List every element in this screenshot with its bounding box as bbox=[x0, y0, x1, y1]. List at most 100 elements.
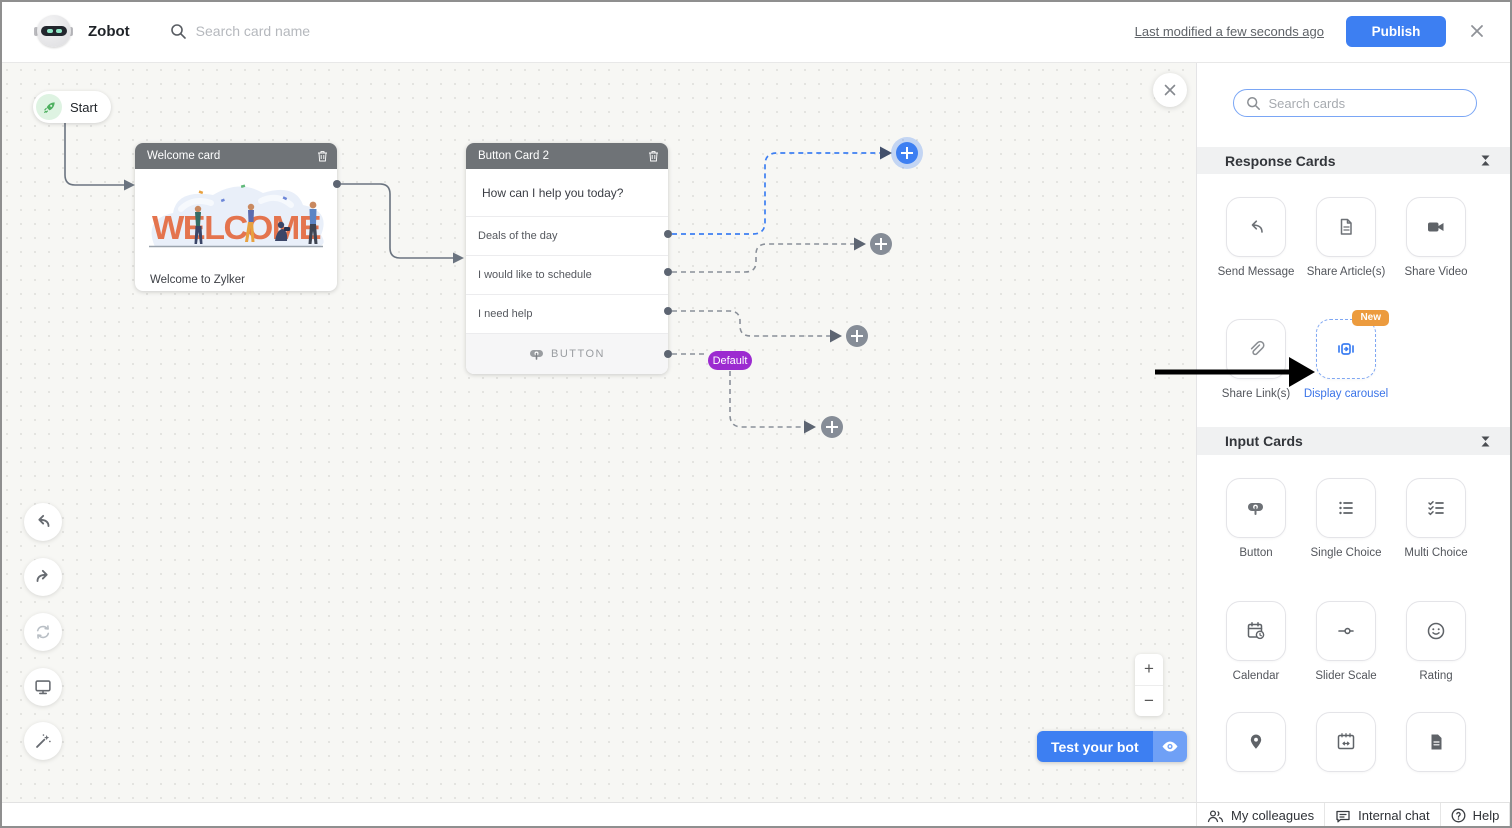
response-cards-row-1: Send Message Share Article(s) Share Vide… bbox=[1197, 197, 1512, 281]
top-bar: Zobot Last modified a few seconds ago Pu… bbox=[0, 0, 1512, 63]
response-cards-row-2: Share Link(s) New Display carousel bbox=[1197, 309, 1512, 403]
welcome-illustration: WELCOME bbox=[149, 184, 324, 248]
welcome-card-title: Welcome card bbox=[147, 150, 221, 162]
search-icon bbox=[1246, 96, 1261, 111]
app-title: Zobot bbox=[88, 22, 130, 40]
slider-icon bbox=[1338, 627, 1354, 634]
smiley-icon bbox=[1427, 622, 1445, 639]
last-modified-link[interactable]: Last modified a few seconds ago bbox=[1134, 23, 1324, 39]
zoom-out-button[interactable]: − bbox=[1135, 686, 1163, 717]
option-need-help[interactable]: I need help bbox=[466, 294, 668, 333]
search-cards-input[interactable] bbox=[1268, 95, 1449, 111]
calendar-range-icon bbox=[1337, 733, 1355, 750]
test-bot-label: Test your bot bbox=[1037, 731, 1153, 762]
svg-text:WELCOME: WELCOME bbox=[152, 209, 320, 246]
internal-chat-button[interactable]: Internal chat bbox=[1324, 803, 1440, 828]
my-colleagues-button[interactable]: My colleagues bbox=[1196, 803, 1324, 828]
undo-button[interactable] bbox=[24, 503, 62, 541]
magic-wand-button[interactable] bbox=[24, 722, 62, 760]
search-card-input[interactable] bbox=[195, 23, 416, 39]
video-camera-icon bbox=[1428, 222, 1444, 232]
response-cards-header[interactable]: Response Cards bbox=[1197, 147, 1512, 174]
location-pin-icon bbox=[1250, 734, 1262, 749]
option-deals-of-the-day[interactable]: Deals of the day bbox=[466, 216, 668, 255]
input-cards-row-3 bbox=[1197, 712, 1512, 780]
button-card-node[interactable]: Button Card 2 How can I help you today? … bbox=[466, 143, 668, 374]
input-cards-row-1: Button Single Choice Multi Choice bbox=[1197, 478, 1512, 562]
close-builder-button[interactable] bbox=[1468, 22, 1486, 40]
card-rating[interactable]: Rating bbox=[1391, 600, 1481, 685]
status-search-button[interactable] bbox=[1509, 803, 1512, 828]
input-cards-header[interactable]: Input Cards bbox=[1197, 427, 1512, 456]
button-card-title: Button Card 2 bbox=[478, 150, 549, 162]
button-tap-icon bbox=[529, 349, 543, 360]
option-schedule[interactable]: I would like to schedule bbox=[466, 255, 668, 294]
add-card-button[interactable] bbox=[870, 233, 892, 255]
paperclip-icon bbox=[1250, 340, 1265, 355]
button-card-footer: BUTTON bbox=[466, 333, 668, 374]
card-button[interactable]: Button bbox=[1211, 478, 1301, 562]
test-bot-button[interactable]: Test your bot bbox=[1037, 731, 1187, 762]
redo-button[interactable] bbox=[24, 558, 62, 596]
sidebar-search[interactable] bbox=[1232, 89, 1477, 117]
checklist-icon bbox=[1428, 501, 1444, 516]
zoom-in-button[interactable]: + bbox=[1135, 654, 1163, 686]
card-file[interactable] bbox=[1391, 712, 1481, 780]
add-card-halo bbox=[891, 137, 923, 169]
file-icon bbox=[1431, 734, 1442, 750]
illustration-people bbox=[194, 201, 318, 244]
carousel-icon bbox=[1338, 342, 1354, 355]
new-badge: New bbox=[1352, 309, 1389, 326]
eye-icon[interactable] bbox=[1152, 731, 1187, 762]
add-card-button-active[interactable] bbox=[896, 142, 918, 164]
default-branch-badge[interactable]: Default bbox=[708, 351, 752, 370]
welcome-card-message: Welcome to Zylker bbox=[150, 274, 246, 286]
add-card-button[interactable] bbox=[846, 325, 868, 347]
button-tap-icon bbox=[1248, 503, 1263, 516]
close-panel-button[interactable] bbox=[1153, 73, 1187, 107]
button-card-question: How can I help you today? bbox=[482, 185, 624, 200]
card-library-sidebar: Response Cards Send Message Share Articl… bbox=[1196, 63, 1512, 802]
welcome-card-header: Welcome card bbox=[135, 143, 337, 169]
delete-welcome-card-button[interactable] bbox=[317, 150, 328, 162]
delete-button-card-button[interactable] bbox=[648, 150, 659, 162]
people-icon bbox=[1207, 809, 1224, 822]
start-node[interactable]: Start bbox=[33, 91, 112, 123]
card-slider-scale[interactable]: Slider Scale bbox=[1301, 600, 1391, 685]
input-cards-row-2: Calendar Slider Scale Rating bbox=[1197, 600, 1512, 685]
card-share-articles[interactable]: Share Article(s) bbox=[1301, 197, 1391, 281]
status-bar-spacer bbox=[0, 803, 1196, 828]
start-label: Start bbox=[70, 99, 98, 115]
search-icon bbox=[170, 23, 187, 40]
card-send-message[interactable]: Send Message bbox=[1211, 197, 1301, 281]
card-calendar[interactable]: Calendar bbox=[1211, 600, 1301, 685]
card-time-slot[interactable] bbox=[1301, 712, 1391, 780]
flow-canvas[interactable]: Start Welcome card bbox=[0, 63, 1196, 802]
status-bar: My colleagues Internal chat Help bbox=[0, 802, 1512, 828]
card-share-video[interactable]: Share Video bbox=[1391, 197, 1481, 281]
help-icon bbox=[1451, 808, 1466, 823]
article-icon bbox=[1340, 218, 1352, 235]
button-card-header: Button Card 2 bbox=[466, 143, 668, 169]
chat-bubble-icon bbox=[1336, 810, 1350, 822]
bot-avatar bbox=[34, 11, 74, 51]
preview-button[interactable] bbox=[24, 668, 62, 706]
card-share-links[interactable]: Share Link(s) bbox=[1211, 318, 1301, 403]
bullet-list-icon bbox=[1339, 501, 1353, 515]
card-multi-choice[interactable]: Multi Choice bbox=[1391, 478, 1481, 562]
reset-view-button[interactable] bbox=[24, 613, 62, 651]
add-card-button[interactable] bbox=[821, 416, 843, 438]
publish-button[interactable]: Publish bbox=[1346, 15, 1446, 47]
reply-arrow-icon bbox=[1251, 220, 1263, 233]
rocket-icon bbox=[36, 94, 62, 120]
collapse-icon[interactable] bbox=[1479, 435, 1492, 448]
welcome-card-node[interactable]: Welcome card WELCOME bbox=[135, 143, 337, 291]
button-card-footer-label: BUTTON bbox=[550, 348, 606, 360]
card-display-carousel[interactable]: New Display carousel bbox=[1301, 309, 1391, 403]
collapse-icon[interactable] bbox=[1479, 154, 1492, 167]
card-single-choice[interactable]: Single Choice bbox=[1301, 478, 1391, 562]
calendar-clock-icon bbox=[1247, 621, 1265, 639]
card-location[interactable] bbox=[1211, 712, 1301, 780]
help-button[interactable]: Help bbox=[1439, 803, 1510, 828]
